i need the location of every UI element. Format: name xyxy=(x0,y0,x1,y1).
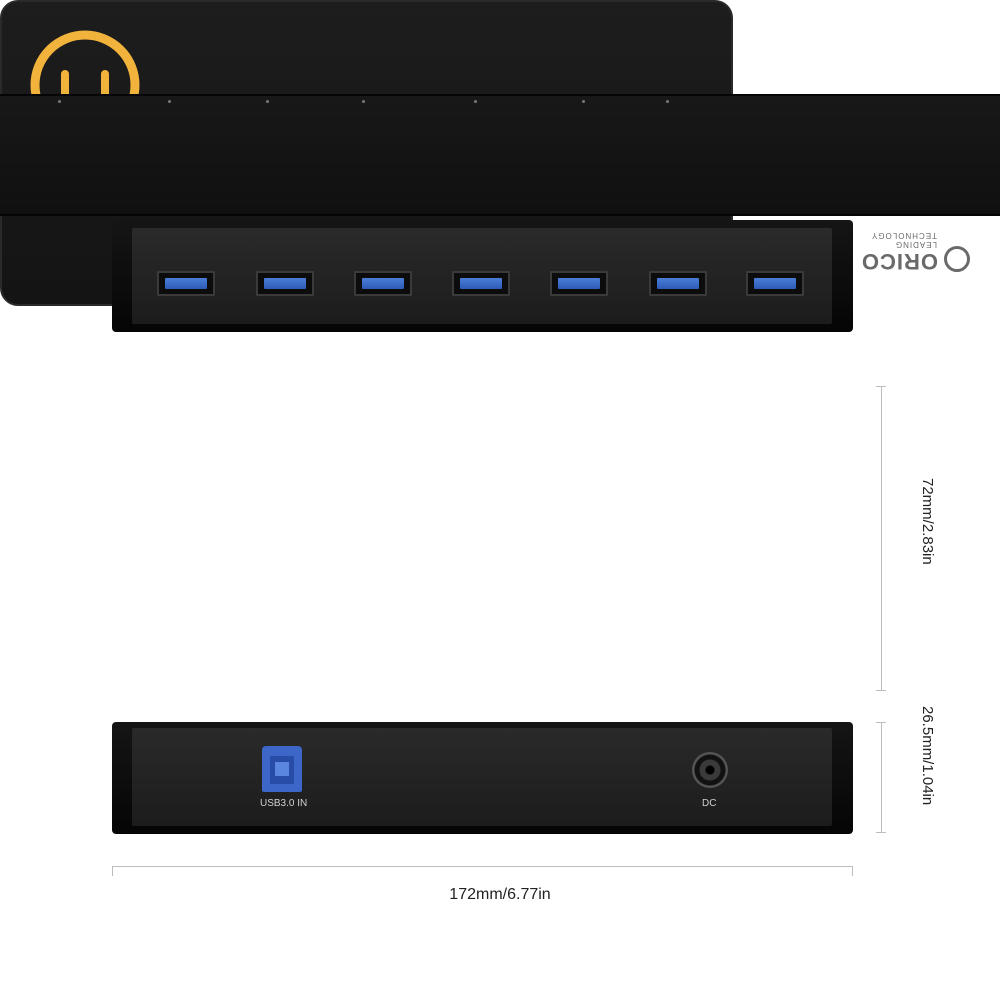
dimension-tick xyxy=(852,866,853,876)
height-dimension-label: 72mm/2.83in xyxy=(919,478,936,565)
dimension-tick xyxy=(876,690,886,691)
brand-logo-icon xyxy=(944,246,970,272)
usb-a-port-icon xyxy=(452,271,510,296)
led-indicator xyxy=(168,100,171,103)
dimension-tick xyxy=(876,386,886,387)
led-indicator xyxy=(58,100,61,103)
hub-back-view: USB3.0 IN DC xyxy=(112,722,853,834)
usb-a-port-icon xyxy=(550,271,608,296)
hub-front-face xyxy=(132,228,832,324)
led-indicator xyxy=(666,100,669,103)
dimension-tick xyxy=(876,832,886,833)
usb-b-port-icon xyxy=(262,746,302,792)
usb-a-port-icon xyxy=(256,271,314,296)
hub-front-view xyxy=(112,220,853,332)
usb-a-port-icon xyxy=(746,271,804,296)
brand-tagline: LEADING TECHNOLOGY xyxy=(870,231,937,249)
led-indicator xyxy=(266,100,269,103)
dimension-tick xyxy=(876,722,886,723)
usb-a-port-icon xyxy=(354,271,412,296)
led-indicator xyxy=(362,100,365,103)
usb-a-port-icon xyxy=(649,271,707,296)
hub-top-band xyxy=(0,94,1000,216)
brand-name: ORICO xyxy=(860,249,938,274)
dc-jack-icon xyxy=(692,752,728,788)
brand-logo: ORICO LEADING TECHNOLOGY xyxy=(834,231,974,276)
usb-a-port-icon xyxy=(157,271,215,296)
depth-dimension-label: 26.5mm/1.04in xyxy=(919,706,936,806)
led-indicator xyxy=(582,100,585,103)
dc-label: DC xyxy=(702,798,717,809)
height-dimension-line xyxy=(881,386,882,690)
depth-dimension-line xyxy=(881,722,882,832)
width-dimension-line xyxy=(112,866,852,867)
width-dimension-label: 172mm/6.77in xyxy=(449,886,551,903)
led-indicator xyxy=(474,100,477,103)
usb-in-label: USB3.0 IN xyxy=(260,798,308,809)
dimension-tick xyxy=(112,866,113,876)
hub-back-face: USB3.0 IN DC xyxy=(132,728,832,826)
